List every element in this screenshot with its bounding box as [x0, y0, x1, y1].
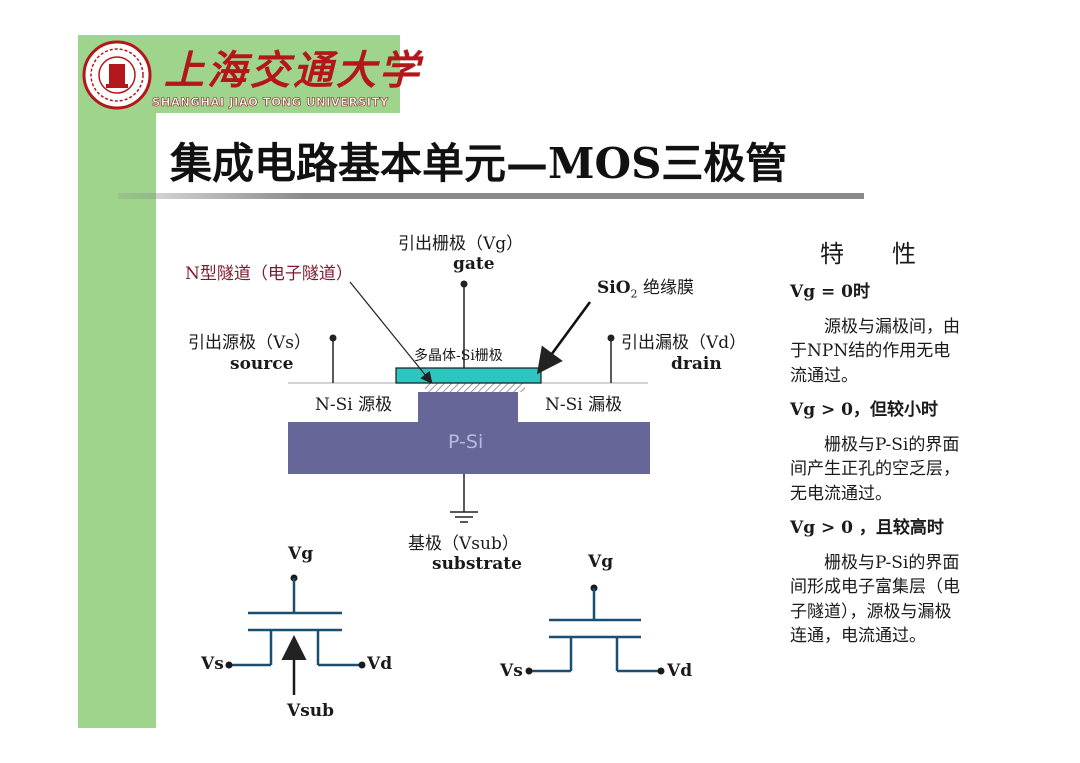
drain-label-cn: 引出漏极（Vd） — [621, 333, 747, 353]
drain-label-en: drain — [671, 354, 722, 374]
description-1: 源极与漏极间，由于NPN结的作用无电流通过。 — [790, 316, 960, 386]
gate-terminal — [460, 280, 468, 288]
substrate-label-cn: 基极（Vsub） — [408, 534, 519, 554]
description-3: 栅极与P-Si的界面间形成电子富集层（电子隧道），源极与漏极连通，电流通过。 — [790, 552, 960, 647]
mos-symbol-right — [525, 584, 665, 675]
polysi-gate-label: 多晶体-Si栅极 — [414, 348, 503, 364]
properties-panel: Vg = 0时 源极与漏极间，由于NPN结的作用无电流通过。 Vg > 0，但较… — [790, 278, 965, 659]
title-underline — [118, 193, 864, 199]
gate-oxide-polysi — [395, 367, 542, 384]
nsi-source-label: N-Si 源极 — [315, 395, 393, 415]
p-si-substrate — [288, 422, 650, 474]
logo-english-name: SHANGHAI JIAO TONG UNIVERSITY — [152, 95, 389, 110]
properties-heading: 特性 — [820, 240, 964, 268]
right-vg-label: Vg — [588, 552, 614, 572]
right-vd-terminal — [657, 667, 665, 675]
left-vsub-label: Vsub — [287, 701, 335, 721]
left-vg-label: Vg — [288, 544, 314, 564]
gate-label-cn: 引出栅极（Vg） — [398, 234, 524, 254]
left-vs-terminal — [225, 661, 233, 669]
channel-pointer-arrow — [349, 281, 433, 384]
oxide-label: SiO2 绝缘膜 — [597, 278, 694, 301]
nsi-drain-label: N-Si 漏极 — [545, 395, 623, 415]
condition-2: Vg > 0，但较小时 — [790, 400, 938, 420]
right-vs-label: Vs — [500, 661, 523, 681]
condition-1: Vg = 0时 — [790, 282, 870, 302]
p-si-label: P-Si — [448, 431, 484, 453]
left-vs-label: Vs — [201, 654, 224, 674]
channel-label: N型隧道（电子隧道） — [185, 264, 353, 284]
left-vd-label: Vd — [367, 654, 393, 674]
description-2: 栅极与P-Si的界面间产生正孔的空乏层，无电流通过。 — [790, 434, 960, 504]
side-accent-bar — [78, 112, 156, 728]
source-label-cn: 引出源极（Vs） — [188, 333, 312, 353]
condition-3: Vg > 0 ，且较高时 — [790, 518, 944, 538]
right-vd-label: Vd — [667, 661, 693, 681]
oxide-pointer-arrow — [536, 301, 592, 375]
gate-label-en: gate — [453, 254, 495, 274]
slide-title: 集成电路基本单元—MOS三极管 — [170, 139, 788, 188]
university-seal-icon — [82, 40, 152, 110]
source-label-en: source — [230, 354, 294, 374]
right-vs-terminal — [525, 667, 533, 675]
left-vd-terminal — [358, 661, 366, 669]
drain-terminal — [607, 334, 615, 342]
mos-symbol-left — [225, 574, 366, 695]
substrate-label-en: substrate — [432, 554, 522, 574]
electron-channel — [425, 383, 525, 392]
p-si-channel-region — [418, 392, 518, 424]
source-terminal — [329, 334, 337, 342]
logo-chinese-name: 上海交通大学 — [164, 47, 422, 94]
